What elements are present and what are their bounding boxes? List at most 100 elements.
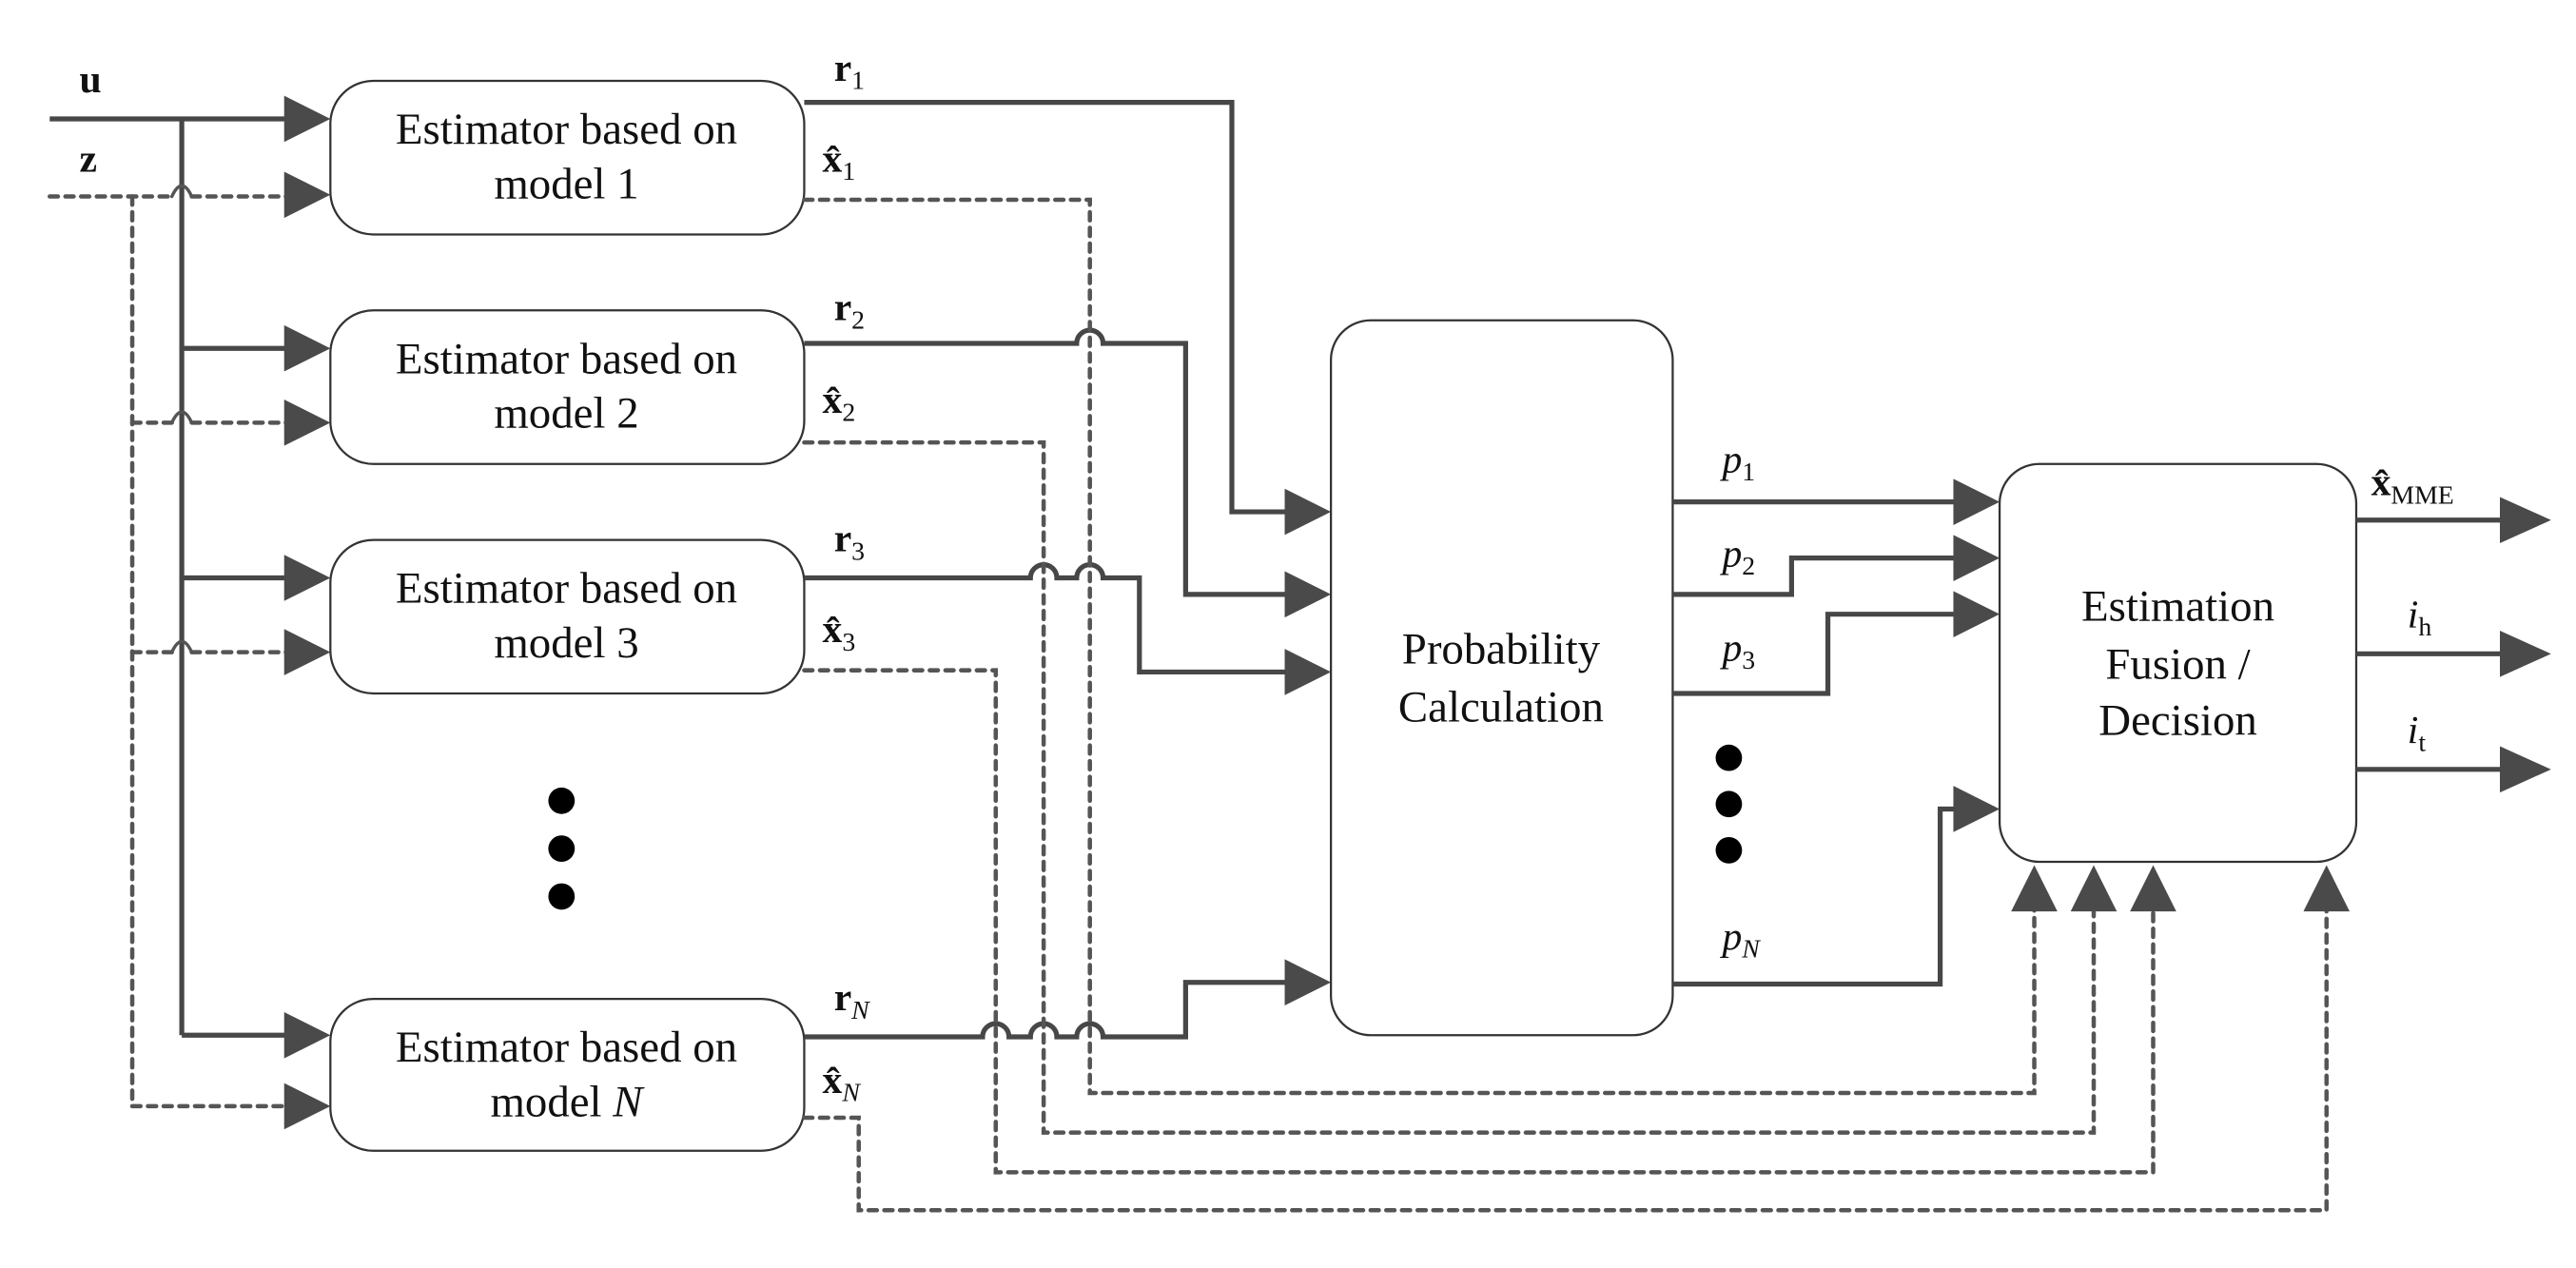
- probability-subscript: 2: [1742, 552, 1755, 581]
- probability-label-1: p1: [1719, 438, 1755, 487]
- output-wires: [2355, 497, 2551, 793]
- estimator-1-line2: model 1: [494, 159, 638, 208]
- probability-subscript: 1: [1742, 458, 1755, 487]
- estimate-symbol: x̂: [823, 608, 843, 652]
- output-symbol: i: [2408, 709, 2419, 752]
- estimator-block-1: Estimator based on model 1: [329, 79, 806, 236]
- output-symbol: i: [2408, 594, 2419, 637]
- probability-wire-n: [1672, 806, 1965, 987]
- fusion-block-line1: Estimation: [2081, 582, 2274, 632]
- probability-symbol: p: [1719, 438, 1742, 481]
- residual-wire-1: [804, 100, 1295, 515]
- input-label-z: z: [79, 138, 96, 182]
- arrowhead-u-1: [283, 95, 331, 143]
- probability-symbol: p: [1719, 626, 1742, 670]
- arrowhead-estimate-1: [2011, 865, 2058, 912]
- residual-wire-3: [804, 562, 1295, 675]
- output-label-ih: ih: [2408, 594, 2432, 643]
- estimate-wire-n: [802, 902, 2329, 1213]
- probability-label-3: p3: [1719, 626, 1755, 675]
- probability-label-n: pN: [1719, 915, 1761, 965]
- estimator-2-line1: Estimator based on: [396, 334, 737, 383]
- estimator-3-line1: Estimator based on: [396, 564, 737, 614]
- estimate-symbol: x̂: [823, 379, 843, 422]
- arrowhead-output-ih: [2499, 631, 2551, 677]
- estimator-n-line2-italic: N: [612, 1077, 645, 1126]
- estimate-subscript: 2: [842, 399, 855, 428]
- probability-ellipsis: [1715, 744, 1743, 864]
- estimate-wire-1: [802, 197, 2037, 1096]
- output-symbol: x̂: [2371, 461, 2391, 505]
- residual-label-3: r3: [834, 517, 865, 567]
- arrowhead-residual-n: [1284, 959, 1332, 1006]
- residual-wire-2: [804, 327, 1295, 597]
- residual-symbol: r: [834, 286, 851, 330]
- estimator-block-n: Estimator based on model N: [329, 997, 806, 1152]
- residual-label-2: r2: [834, 286, 865, 336]
- input-z-bus: [47, 171, 331, 1130]
- ellipsis-dot: [1715, 744, 1743, 771]
- probability-label-2: p2: [1719, 532, 1755, 581]
- ellipsis-dot: [548, 835, 576, 863]
- estimator-2-line2: model 2: [494, 389, 638, 439]
- probability-block-line1: Probability: [1402, 625, 1601, 674]
- arrowhead-residual-2: [1284, 571, 1332, 618]
- probability-block-line2: Calculation: [1398, 682, 1604, 732]
- arrowhead-residual-1: [1284, 488, 1332, 536]
- input-label-u: u: [79, 58, 101, 102]
- estimate-wire-2: [802, 439, 2097, 1135]
- fusion-block-line2: Fusion /: [2105, 639, 2251, 689]
- residual-subscript: 1: [851, 67, 865, 96]
- output-subscript: h: [2418, 613, 2431, 642]
- estimator-n-line2: model N: [490, 1077, 645, 1126]
- arrowhead-z-1: [283, 171, 331, 219]
- estimator-n-line2-prefix: model: [490, 1077, 613, 1126]
- estimate-symbol: x̂: [823, 1059, 843, 1102]
- residual-subscript: N: [850, 996, 870, 1025]
- arrowhead-probability-n: [1953, 786, 2000, 832]
- arrowhead-estimate-2: [2070, 865, 2117, 912]
- ellipsis-dot: [1715, 836, 1743, 864]
- estimator-block-2: Estimator based on model 2: [329, 309, 806, 465]
- residual-wires: [804, 100, 1332, 1040]
- estimator-n-line1: Estimator based on: [396, 1023, 737, 1072]
- arrowhead-u-2: [283, 324, 331, 372]
- arrowhead-residual-3: [1284, 649, 1332, 695]
- arrowhead-estimate-n: [2303, 865, 2351, 912]
- estimate-symbol: x̂: [823, 138, 843, 182]
- ellipsis-dot: [1715, 790, 1743, 818]
- estimator-1-line1: Estimator based on: [396, 105, 737, 154]
- output-label-it: it: [2408, 709, 2427, 758]
- arrowhead-z-n: [283, 1083, 331, 1130]
- arrowhead-u-n: [283, 1011, 331, 1059]
- estimator-3-line2: model 3: [494, 618, 638, 668]
- estimate-label-n: x̂N: [823, 1059, 862, 1108]
- ellipsis-dot: [548, 787, 576, 814]
- arrowhead-z-3: [283, 629, 331, 675]
- residual-subscript: 3: [851, 536, 865, 566]
- estimate-label-1: x̂1: [823, 138, 856, 187]
- arrowhead-probability-1: [1953, 478, 2000, 525]
- fusion-block-line3: Decision: [2098, 695, 2257, 745]
- arrowhead-output-mme: [2499, 497, 2551, 544]
- probability-wires: [1672, 478, 2000, 987]
- arrowhead-output-it: [2499, 746, 2551, 793]
- residual-symbol: r: [834, 517, 851, 561]
- estimate-wire-3: [802, 668, 2156, 1175]
- probability-wire-3: [1672, 612, 1965, 696]
- estimate-label-3: x̂3: [823, 608, 856, 657]
- estimate-subscript: 1: [842, 157, 855, 186]
- probability-calculation-block: Probability Calculation: [1329, 319, 1674, 1037]
- arrowhead-probability-2: [1953, 535, 2000, 581]
- probability-subscript: N: [1741, 935, 1761, 965]
- residual-label-1: r1: [834, 47, 865, 96]
- residual-label-n: rN: [834, 976, 870, 1025]
- residual-symbol: r: [834, 47, 851, 90]
- fusion-decision-block: Estimation Fusion / Decision: [1998, 462, 2358, 864]
- input-u-bus: [49, 95, 331, 1059]
- probability-wire-2: [1672, 556, 1965, 597]
- estimate-subscript: 3: [842, 628, 855, 657]
- arrowhead-z-2: [283, 400, 331, 446]
- estimate-wires: [802, 197, 2351, 1213]
